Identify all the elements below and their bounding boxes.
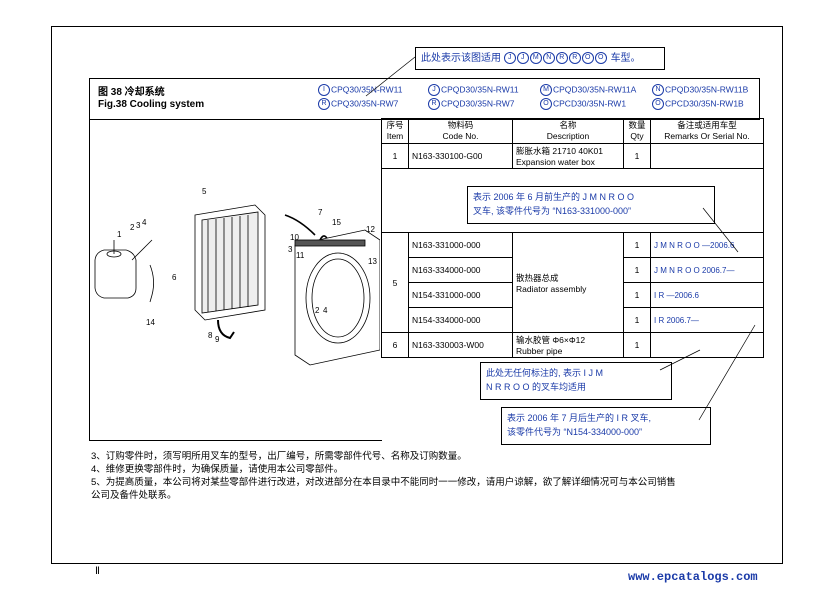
table-row: N154-331000-000 1 I R —2006.6 <box>382 282 764 308</box>
cell-code: N163-330100-G00 <box>408 143 513 169</box>
cell-qty: 1 <box>623 332 651 358</box>
callout-number: 9 <box>215 335 220 344</box>
callout-number: 14 <box>146 318 155 327</box>
fan-shroud-illustration <box>294 229 380 366</box>
watermark-url[interactable]: www.epcatalogs.com <box>628 570 758 584</box>
callout-number: 2 <box>315 306 320 315</box>
page-frame <box>51 26 783 564</box>
callout-bottom-line2: 该零件代号为 “N154-334000-000” <box>507 427 643 437</box>
expansion-tank-illustration <box>94 239 154 303</box>
callout-number: 4 <box>323 306 328 315</box>
page-number: Ⅱ <box>95 566 100 577</box>
cell-qty: 1 <box>623 143 651 169</box>
callout-number: 3 <box>136 221 141 230</box>
figure-title-cn: 图 38 冷却系统 <box>98 87 165 98</box>
callout-number: 5 <box>202 187 207 196</box>
cell-remarks <box>650 332 764 358</box>
cell-code: N163-334000-000 <box>408 257 513 283</box>
cell-code: N154-334000-000 <box>408 307 513 333</box>
note-item: 4、维修更换零部件时，为确保质量，请使用本公司零部件。 <box>91 464 344 475</box>
cell-remarks: J M N R O O —2006.6 <box>650 232 764 258</box>
callout-number: 6 <box>172 273 177 282</box>
callout-mid: 表示 2006 年 6 月前生产的 J M N R O O 叉车, 该零件代号为… <box>467 186 715 224</box>
footnotes: 3、订购零件时，须写明所用叉车的型号，出厂编号，所需零部件代号、名称及订购数量。… <box>91 450 676 502</box>
callout-top-text: 此处表示该图适用 <box>421 53 501 64</box>
cell-remarks <box>650 143 764 169</box>
note-item: 公司及备件处联系。 <box>91 490 177 501</box>
callout-number: 10 <box>290 233 299 242</box>
radiator-illustration <box>194 204 266 340</box>
cell-code: N154-331000-000 <box>408 282 513 308</box>
callout-mid-line1: 表示 2006 年 6 月前生产的 J M N R O O <box>473 192 635 202</box>
callout-number: 13 <box>368 257 377 266</box>
callout-number: 11 <box>296 251 305 260</box>
cell-qty: 1 <box>623 232 651 258</box>
cooling-system-drawing: 1 2 3 4 5 6 7 8 9 10 11 12 13 14 15 3 2 … <box>94 187 380 366</box>
cell-code: N163-331000-000 <box>408 232 513 258</box>
callout-top-suffix: 车型。 <box>610 53 641 64</box>
cell-remarks: I R —2006.6 <box>650 282 764 308</box>
callout-low-line1: 此处无任何标注的, 表示 I J M <box>486 368 604 378</box>
cell-remarks: I R 2006.7— <box>650 307 764 333</box>
note-item: 3、订购零件时，须写明所用叉车的型号，出厂编号，所需零部件代号、名称及订购数量。 <box>91 451 467 462</box>
figure-title-en: Fig.38 Cooling system <box>98 99 205 110</box>
callout-low-line2: N R R O O 的叉车均适用 <box>486 382 587 392</box>
cell-qty: 1 <box>623 307 651 333</box>
cell-qty: 1 <box>623 282 651 308</box>
callout-low: 此处无任何标注的, 表示 I J M N R R O O 的叉车均适用 <box>480 362 672 400</box>
callout-number: 15 <box>332 218 341 227</box>
cell-code: N163-330003-W00 <box>408 332 513 358</box>
note-item: 5、为提高质量，本公司将对某些零部件进行改进，对改进部分在本目录中不能同时一一修… <box>91 477 676 488</box>
cell-seq: 1 <box>381 143 409 169</box>
callout-number: 7 <box>318 208 323 217</box>
cell-qty: 1 <box>623 257 651 283</box>
cell-seq: 5 <box>381 232 409 333</box>
cell-remarks: J M N R O O 2006.7— <box>650 257 764 283</box>
callout-number: 1 <box>117 230 122 239</box>
drawing-area <box>89 118 382 441</box>
callout-number: 4 <box>142 218 147 227</box>
callout-bottom: 表示 2006 年 7 月后生产的 I R 叉车, 该零件代号为 “N154-3… <box>501 407 711 445</box>
table-row: N154-334000-000 1 I R 2006.7— <box>382 307 764 333</box>
callout-number: 3 <box>288 245 293 254</box>
cell-seq: 6 <box>381 332 409 358</box>
callout-number: 12 <box>366 225 375 234</box>
callout-mid-line2: 叉车, 该零件代号为 “N163-331000-000” <box>473 206 632 216</box>
callout-number: 2 <box>130 223 135 232</box>
callout-number: 8 <box>208 331 213 340</box>
callout-bottom-line1: 表示 2006 年 7 月后生产的 I R 叉车, <box>507 413 652 423</box>
